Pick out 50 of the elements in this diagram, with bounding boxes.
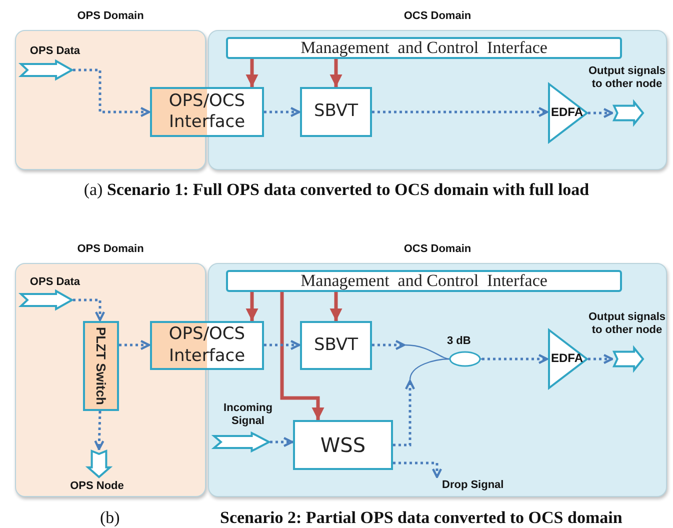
hollow-arrow-icon — [20, 290, 73, 310]
amplifier-triangle: EDFA — [548, 329, 588, 389]
signal-label: OPS Data — [28, 45, 82, 58]
signal-arrow — [393, 462, 442, 478]
signal-arrow — [73, 298, 106, 322]
control-arrow — [330, 59, 342, 87]
hollow-arrow-icon — [20, 60, 73, 80]
process-box: WSS — [293, 420, 393, 470]
coupler-drawing: 3 dB — [405, 335, 482, 380]
signal-arrow — [94, 410, 104, 450]
hollow-arrow-icon — [613, 347, 644, 371]
figure-caption: (a) Scenario 1: Full OPS data converted to OCS domain with full load — [84, 180, 590, 200]
signal-arrow — [588, 354, 614, 364]
domain-heading: OCS Domain — [402, 243, 472, 256]
control-interface-box: Management and Control Interface — [226, 37, 622, 59]
signal-arrow — [264, 340, 300, 350]
control-arrow — [246, 59, 258, 87]
signal-arrow — [119, 340, 150, 350]
process-box: SBVT — [300, 87, 372, 137]
signal-label: Drop Signal — [442, 479, 504, 492]
signal-arrow — [270, 436, 294, 448]
figure-caption: (b) — [100, 508, 120, 528]
hollow-arrow-icon — [613, 101, 644, 125]
signal-label: OPS Node — [69, 480, 125, 493]
hollow-arrow-icon — [213, 432, 270, 452]
signal-arrow — [482, 354, 548, 364]
signal-arrow — [393, 380, 416, 446]
signal-arrow — [588, 108, 614, 118]
figure-caption: Scenario 2: Partial OPS data converted to OCS domain — [220, 508, 622, 528]
signal-label: OPS Data — [28, 276, 82, 289]
interface-box: OPS/OCS Interface — [150, 87, 264, 137]
amplifier-triangle: EDFA — [548, 83, 588, 143]
signal-label: Output signals to other node — [588, 311, 666, 337]
control-interface-box: Management and Control Interface — [226, 270, 622, 292]
switch-box: PLZT Switch — [83, 321, 119, 411]
hollow-arrow-icon — [87, 450, 111, 478]
signal-arrow — [264, 106, 300, 118]
process-box: SBVT — [300, 321, 372, 370]
domain-heading: OPS Domain — [76, 243, 145, 256]
domain-heading: OPS Domain — [76, 10, 145, 23]
domain-heading: OCS Domain — [402, 10, 472, 23]
signal-arrow — [73, 68, 150, 118]
signal-arrow — [372, 340, 406, 350]
control-arrow — [246, 292, 258, 321]
control-arrow — [330, 292, 342, 321]
signal-label: Output signals to other node — [588, 65, 666, 91]
interface-box: OPS/OCS Interface — [150, 321, 264, 370]
control-arrow — [280, 292, 324, 420]
signal-arrow — [372, 106, 548, 118]
signal-label: Incoming Signal — [222, 402, 274, 428]
